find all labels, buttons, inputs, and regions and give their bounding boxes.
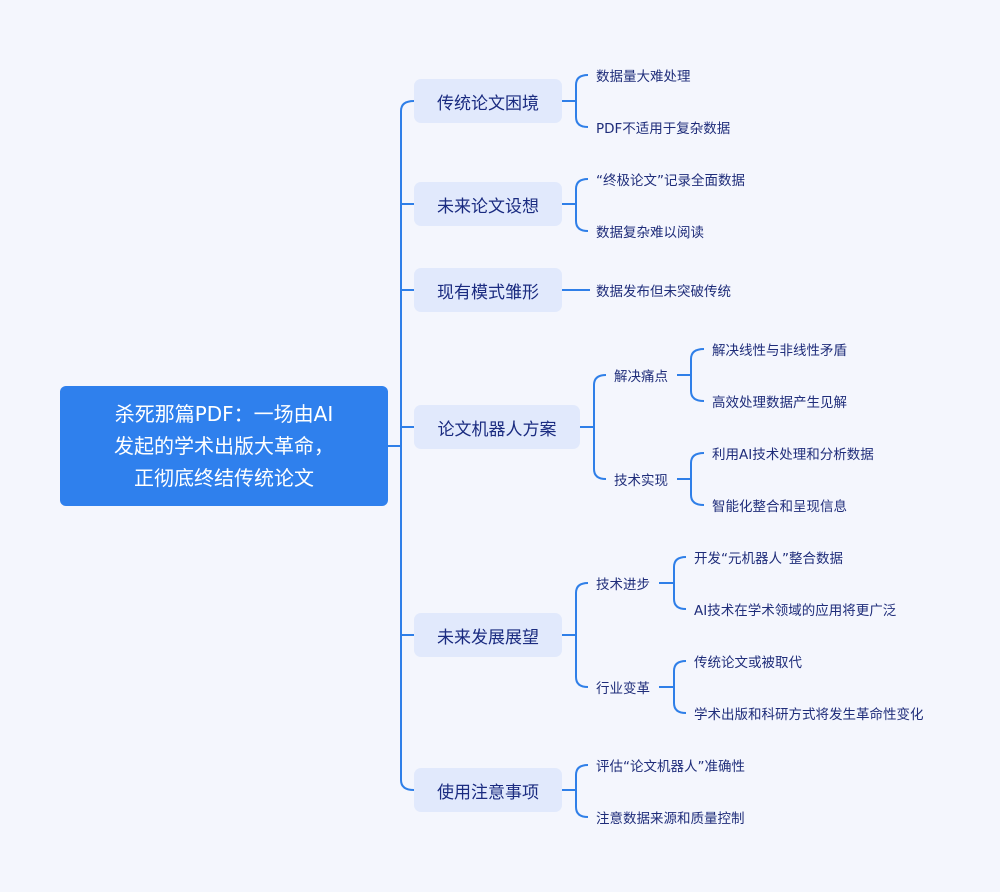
connector-line [690, 348, 705, 402]
root-topic[interactable]: 杀死那篇PDF：一场由AI 发起的学术出版大革命， 正彻底终结传统论文 [60, 386, 388, 506]
leaf-topic[interactable]: 解决线性与非线性矛盾 [712, 343, 847, 359]
sub-topic[interactable]: 行业变革 [596, 681, 650, 697]
root-line: 发起的学术出版大革命， [114, 434, 334, 458]
connector-line [690, 452, 705, 506]
connector-line [673, 556, 687, 610]
branch-future-vision[interactable]: 未来论文设想 [414, 182, 562, 226]
connector-line [575, 178, 589, 232]
leaf-topic[interactable]: 高效处理数据产生见解 [712, 395, 847, 411]
branch-usage-notes[interactable]: 使用注意事项 [414, 768, 562, 812]
leaf-topic[interactable]: 数据量大难处理 [596, 69, 691, 85]
sub-topic[interactable]: 技术进步 [596, 577, 650, 593]
leaf-topic[interactable]: 传统论文或被取代 [694, 655, 802, 671]
connector-line [575, 764, 589, 818]
connector-line [400, 100, 415, 791]
leaf-topic[interactable]: 注意数据来源和质量控制 [596, 811, 745, 827]
leaf-topic[interactable]: 评估“论文机器人”准确性 [596, 759, 745, 775]
root-line: 正彻底终结传统论文 [134, 466, 314, 490]
leaf-topic[interactable]: 开发“元机器人”整合数据 [694, 551, 843, 567]
branch-paper-robot[interactable]: 论文机器人方案 [414, 405, 580, 449]
branch-traditional-dilemma[interactable]: 传统论文困境 [414, 79, 562, 123]
leaf-topic[interactable]: AI技术在学术领域的应用将更广泛 [694, 603, 897, 619]
connector-line [593, 374, 607, 480]
branch-current-prototype[interactable]: 现有模式雏形 [414, 268, 562, 312]
leaf-topic[interactable]: 数据复杂难以阅读 [596, 225, 704, 241]
sub-topic[interactable]: 解决痛点 [614, 369, 668, 385]
leaf-topic[interactable]: 学术出版和科研方式将发生革命性变化 [694, 707, 924, 723]
leaf-topic[interactable]: 数据发布但未突破传统 [596, 284, 731, 300]
leaf-topic[interactable]: 智能化整合和呈现信息 [712, 499, 847, 515]
root-line: 杀死那篇PDF：一场由AI [114, 402, 334, 426]
connector-line [575, 582, 589, 688]
leaf-topic[interactable]: PDF不适用于复杂数据 [596, 121, 731, 137]
sub-topic[interactable]: 技术实现 [614, 473, 668, 489]
connector-line [673, 660, 687, 714]
leaf-topic[interactable]: “终极论文”记录全面数据 [596, 173, 745, 189]
leaf-topic[interactable]: 利用AI技术处理和分析数据 [712, 447, 874, 463]
connector-line [575, 74, 589, 128]
branch-future-outlook[interactable]: 未来发展展望 [414, 613, 562, 657]
